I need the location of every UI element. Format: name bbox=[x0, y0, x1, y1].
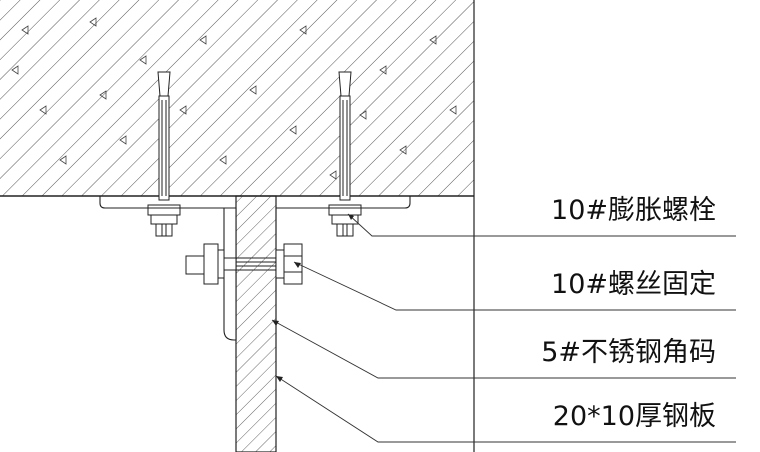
angle-bracket-vertical bbox=[223, 207, 237, 341]
expansion-bolt-right bbox=[328, 71, 362, 237]
leader-lines bbox=[271, 213, 736, 443]
label-screw-fix: 10#螺丝固定 bbox=[551, 269, 716, 300]
angle-bracket-top bbox=[99, 196, 411, 209]
steel-plate bbox=[235, 195, 277, 452]
label-expansion-bolt: 10#膨胀螺栓 bbox=[551, 195, 716, 226]
label-angle-bracket: 5#不锈钢角码 bbox=[541, 337, 716, 368]
label-steel-plate: 20*10厚钢板 bbox=[553, 401, 716, 432]
leader-angle-bracket bbox=[271, 319, 736, 379]
leader-arrows bbox=[272, 214, 354, 382]
leader-expansion-bolt bbox=[347, 213, 736, 237]
fixing-screw bbox=[185, 243, 303, 285]
expansion-bolt-left bbox=[147, 71, 181, 237]
aggregate-marks bbox=[11, 17, 457, 180]
leader-screw-fix bbox=[293, 261, 736, 311]
leader-steel-plate bbox=[275, 375, 736, 443]
